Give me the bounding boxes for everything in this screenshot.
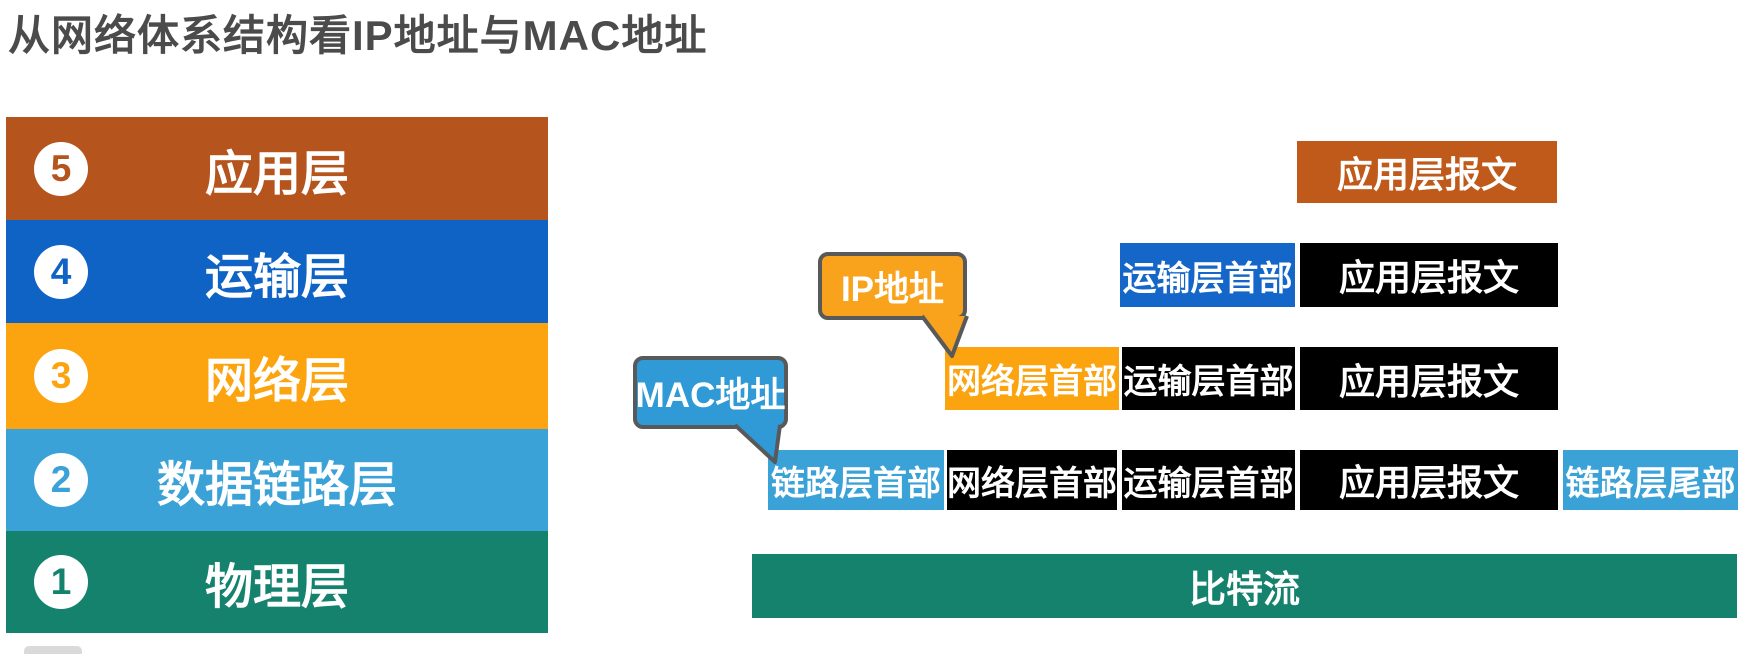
- layer-number-badge: 4: [34, 244, 88, 299]
- bitstream-bar: 比特流: [752, 554, 1737, 618]
- layer-stack: 5 应用层 4 运输层 3 网络层 2 数据链路层 1 物理层: [6, 117, 548, 633]
- transport-header-box-network-row: 运输层首部: [1122, 347, 1295, 410]
- layer-label: 网络层: [204, 355, 349, 408]
- ip-callout-tail: [920, 314, 969, 358]
- layer-number-badge: 3: [34, 349, 88, 403]
- network-header-box: 网络层首部: [945, 347, 1119, 410]
- network-header-box-datalink-row: 网络层首部: [947, 450, 1117, 510]
- layer-number-badge: 1: [34, 555, 88, 609]
- layer-row-application: 5 应用层: [6, 117, 548, 220]
- layer-label: 运输层: [204, 250, 349, 304]
- app-message-box-datalink-row: 应用层报文: [1300, 450, 1558, 510]
- ip-address-callout: IP地址: [818, 252, 967, 320]
- layer-row-network: 3 网络层: [6, 323, 548, 429]
- layer-label: 数据链路层: [156, 459, 397, 512]
- partial-cutoff-element: [24, 646, 82, 654]
- layer-number: 2: [50, 459, 72, 500]
- mac-address-callout: MAC地址: [633, 356, 788, 429]
- app-message-box-application-row: 应用层报文: [1297, 141, 1557, 203]
- layer-row-datalink: 2 数据链路层: [6, 429, 548, 531]
- page-title: 从网络体系结构看IP地址与MAC地址: [8, 12, 708, 59]
- layer-row-physical: 1 物理层: [6, 531, 548, 633]
- layer-label: 物理层: [204, 561, 349, 614]
- layer-number: 1: [50, 561, 72, 602]
- layer-number: 4: [50, 250, 72, 292]
- layer-number: 5: [50, 147, 72, 189]
- transport-header-box: 运输层首部: [1120, 243, 1295, 307]
- link-trailer-box: 链路层尾部: [1563, 450, 1738, 510]
- layer-number: 3: [50, 355, 72, 396]
- layer-number-badge: 5: [34, 141, 88, 196]
- link-header-box: 链路层首部: [768, 450, 944, 510]
- app-message-box-transport-row: 应用层报文: [1300, 243, 1558, 307]
- layer-row-transport: 4 运输层: [6, 220, 548, 323]
- transport-header-box-datalink-row: 运输层首部: [1122, 450, 1295, 510]
- mac-address-callout-label: MAC地址: [635, 376, 786, 415]
- ip-address-callout-label: IP地址: [840, 269, 945, 309]
- layer-number-badge: 2: [34, 453, 88, 507]
- layer-label: 应用层: [204, 147, 349, 201]
- mac-callout-tail: [733, 423, 782, 464]
- app-message-box-network-row: 应用层报文: [1300, 347, 1558, 410]
